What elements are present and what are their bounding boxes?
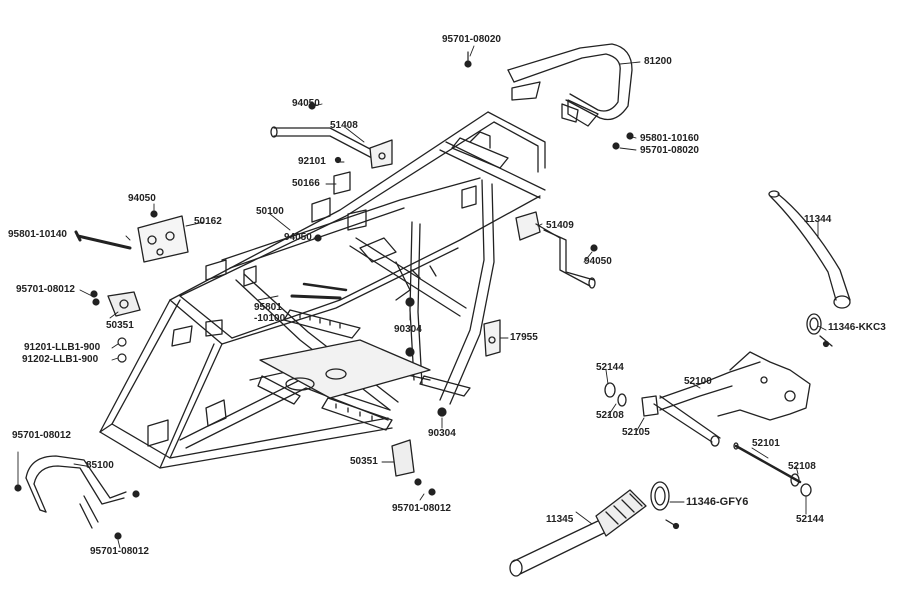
label-92101: 92101 [298, 156, 326, 167]
label-50166: 50166 [292, 178, 320, 189]
footrest-bracket-left [270, 126, 393, 169]
drive-shaft-boot [509, 489, 647, 577]
label-91201-llb1-900: 91201-LLB1-900 [24, 342, 101, 353]
label-95801-10140: 95801-10140 [8, 229, 67, 240]
label-95701-08020-top: 95701-08020 [442, 34, 501, 45]
label-52144-b: 52144 [796, 514, 824, 525]
label-94050-a: 94050 [292, 98, 320, 109]
mount-plate-50162 [137, 215, 189, 263]
label-95701-08012-b: 95701-08012 [12, 430, 71, 441]
label-52100: 52100 [684, 376, 712, 387]
bracket-50166 [333, 171, 351, 195]
label-94050-c: 94050 [284, 232, 312, 243]
label-91202-llb1-900: 91202-LLB1-900 [22, 354, 99, 365]
label-85100: 85100 [86, 460, 114, 471]
main-frame [99, 111, 546, 469]
label-50162: 50162 [194, 216, 222, 227]
label-52101: 52101 [752, 438, 780, 449]
label-95801-10160: 95801-10160 [640, 133, 699, 144]
long-bolt-95801-10140 [74, 230, 132, 250]
label-90304-b: 90304 [428, 428, 456, 439]
label-11346-kkc3: 11346-KKC3 [828, 322, 886, 333]
label-11345: 11345 [546, 514, 574, 525]
label-11346-gfy6: 11346-GFY6 [686, 496, 749, 508]
label-95801-10100-line1: 95801 [254, 302, 282, 313]
clamp-50351-lower [391, 439, 415, 477]
chain-guard [768, 190, 851, 309]
label-52105: 52105 [622, 427, 650, 438]
label-17955: 17955 [510, 332, 538, 343]
pivot-shaft [733, 442, 802, 484]
label-95701-08012-c: 95701-08012 [392, 503, 451, 514]
label-52108-a: 52108 [596, 410, 624, 421]
label-50351-lower: 50351 [350, 456, 378, 467]
long-bolt-95801-10100 [290, 282, 348, 300]
label-52144-a: 52144 [596, 362, 624, 373]
label-51408: 51408 [330, 120, 358, 131]
label-52108-b: 52108 [788, 461, 816, 472]
fasteners [14, 51, 830, 540]
leader-lines [17, 45, 827, 549]
label-90304-a: 90304 [394, 324, 422, 335]
label-94050-b: 94050 [128, 193, 156, 204]
bushings [604, 382, 812, 497]
swing-arm [653, 351, 811, 447]
label-50100: 50100 [256, 206, 284, 217]
label-11344: 11344 [804, 214, 832, 225]
label-95701-08020-mid: 95701-08020 [640, 145, 699, 156]
label-95701-08012-d: 95701-08012 [90, 546, 149, 557]
label-51409: 51409 [546, 220, 574, 231]
label-95701-08012-a: 95701-08012 [16, 284, 75, 295]
clamp-50351-upper [107, 291, 141, 317]
rear-grab-bar [507, 43, 633, 127]
clamp-11346-gfy6 [650, 481, 677, 527]
label-50351-upper: 50351 [106, 320, 134, 331]
label-81200: 81200 [644, 56, 672, 67]
front-bumper [25, 455, 127, 529]
label-94050-d: 94050 [584, 256, 612, 267]
bracket-17955 [483, 319, 501, 357]
label-95801-10100-line2: -10100 [254, 313, 286, 324]
footrest-bracket-right [515, 211, 596, 289]
